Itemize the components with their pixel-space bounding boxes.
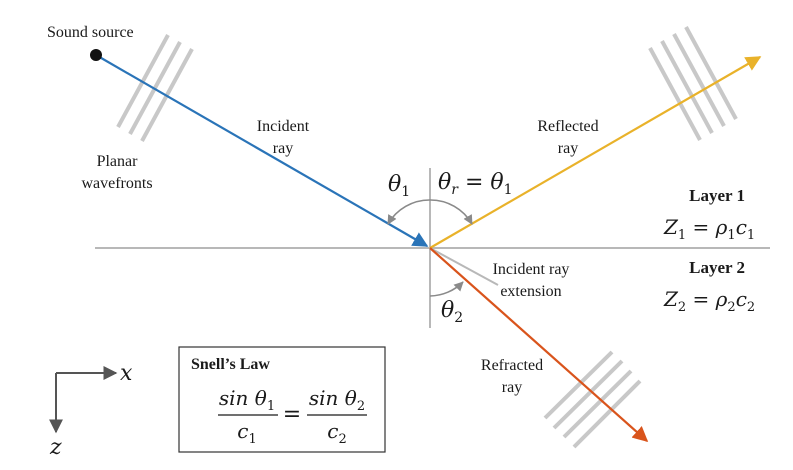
theta-r-equals: = θ bbox=[458, 170, 504, 195]
planar-label: Planar bbox=[97, 153, 139, 170]
snell-den2-text: c bbox=[327, 419, 338, 443]
wavefront-line bbox=[660, 40, 714, 134]
wavefront-line bbox=[552, 359, 624, 430]
incident-label-2: ray bbox=[273, 140, 293, 157]
incident-label-1: Incident bbox=[257, 118, 310, 135]
z2-symbol: Z bbox=[663, 287, 679, 311]
reflected-wavefronts bbox=[648, 26, 738, 141]
wavefront-line bbox=[572, 379, 642, 449]
theta1-symbol: θ bbox=[388, 172, 401, 197]
z1-subscript: 1 bbox=[678, 228, 686, 243]
z1-symbol: Z bbox=[663, 215, 679, 239]
wavefront-line bbox=[543, 350, 614, 420]
wavefront-line bbox=[684, 26, 738, 120]
z2-rho-subscript: 2 bbox=[727, 300, 735, 315]
incident-extension-line bbox=[429, 247, 499, 286]
z1-c-subscript: 1 bbox=[747, 228, 755, 243]
snell-num2-subscript: 2 bbox=[357, 399, 365, 414]
theta-r-rhs-subscript: 1 bbox=[504, 182, 513, 198]
snell-numerator-2: sin θ2 bbox=[309, 386, 365, 414]
refracted-label-2: ray bbox=[502, 379, 522, 396]
z2-subscript: 2 bbox=[678, 300, 686, 315]
theta-r-subscript: r bbox=[451, 182, 459, 198]
snell-num1-text: sin θ bbox=[219, 386, 267, 410]
z-axis-label: z bbox=[49, 435, 62, 460]
sound-source-label: Sound source bbox=[47, 24, 134, 41]
z2-equals-rho: = ρ bbox=[686, 287, 727, 311]
wavefronts-label: wavefronts bbox=[81, 175, 152, 192]
theta-r-symbol: θ bbox=[438, 170, 451, 195]
z2-c-subscript: 2 bbox=[747, 300, 755, 315]
theta1-arc bbox=[387, 199, 431, 225]
theta2-label: θ2 bbox=[441, 298, 463, 326]
snell-equals: = bbox=[283, 402, 301, 427]
theta-r-equation: θr = θ1 bbox=[438, 170, 513, 198]
wavefront-line bbox=[648, 47, 702, 141]
snell-denominator-1: c1 bbox=[237, 419, 256, 447]
snell-num1-subscript: 1 bbox=[267, 399, 275, 414]
extension-label-2: extension bbox=[500, 283, 561, 300]
incident-ray bbox=[95, 54, 429, 247]
reflected-label-1: Reflected bbox=[537, 118, 598, 135]
snell-den2-subscript: 2 bbox=[338, 432, 346, 447]
wavefront-line bbox=[562, 369, 633, 439]
z2-equation: Z2 = ρ2c2 bbox=[663, 287, 755, 315]
sound-source-dot bbox=[90, 49, 102, 61]
snell-den1-text: c bbox=[237, 419, 248, 443]
layer2-label: Layer 2 bbox=[689, 258, 745, 277]
theta2-subscript: 2 bbox=[454, 310, 463, 326]
refracted-ray bbox=[429, 247, 649, 443]
refracted-label-1: Refracted bbox=[481, 357, 543, 374]
z1-equals-rho: = ρ bbox=[686, 215, 727, 239]
extension-label-1: Incident ray bbox=[493, 261, 570, 278]
snell-law-box bbox=[178, 346, 386, 453]
reflected-label-2: ray bbox=[558, 140, 578, 157]
z1-c: c bbox=[736, 215, 747, 239]
snell-num2-text: sin θ bbox=[309, 386, 357, 410]
snell-den1-subscript: 1 bbox=[248, 432, 256, 447]
theta2-symbol: θ bbox=[441, 298, 454, 323]
theta-r-arc bbox=[429, 199, 473, 225]
theta1-label: θ1 bbox=[388, 172, 410, 200]
snell-numerator-1: sin θ1 bbox=[219, 386, 275, 414]
reflected-ray bbox=[429, 56, 762, 249]
z1-equation: Z1 = ρ1c1 bbox=[663, 215, 755, 243]
theta1-subscript: 1 bbox=[401, 184, 410, 200]
refracted-wavefronts bbox=[543, 350, 642, 449]
snell-law-title: Snell’s Law bbox=[191, 356, 270, 373]
z2-c: c bbox=[736, 287, 747, 311]
theta2-arc bbox=[429, 281, 464, 297]
x-axis-label: x bbox=[120, 361, 133, 386]
layer1-label: Layer 1 bbox=[689, 186, 745, 205]
z1-rho-subscript: 1 bbox=[727, 228, 735, 243]
wavefront-line bbox=[672, 33, 726, 127]
snell-denominator-2: c2 bbox=[327, 419, 346, 447]
